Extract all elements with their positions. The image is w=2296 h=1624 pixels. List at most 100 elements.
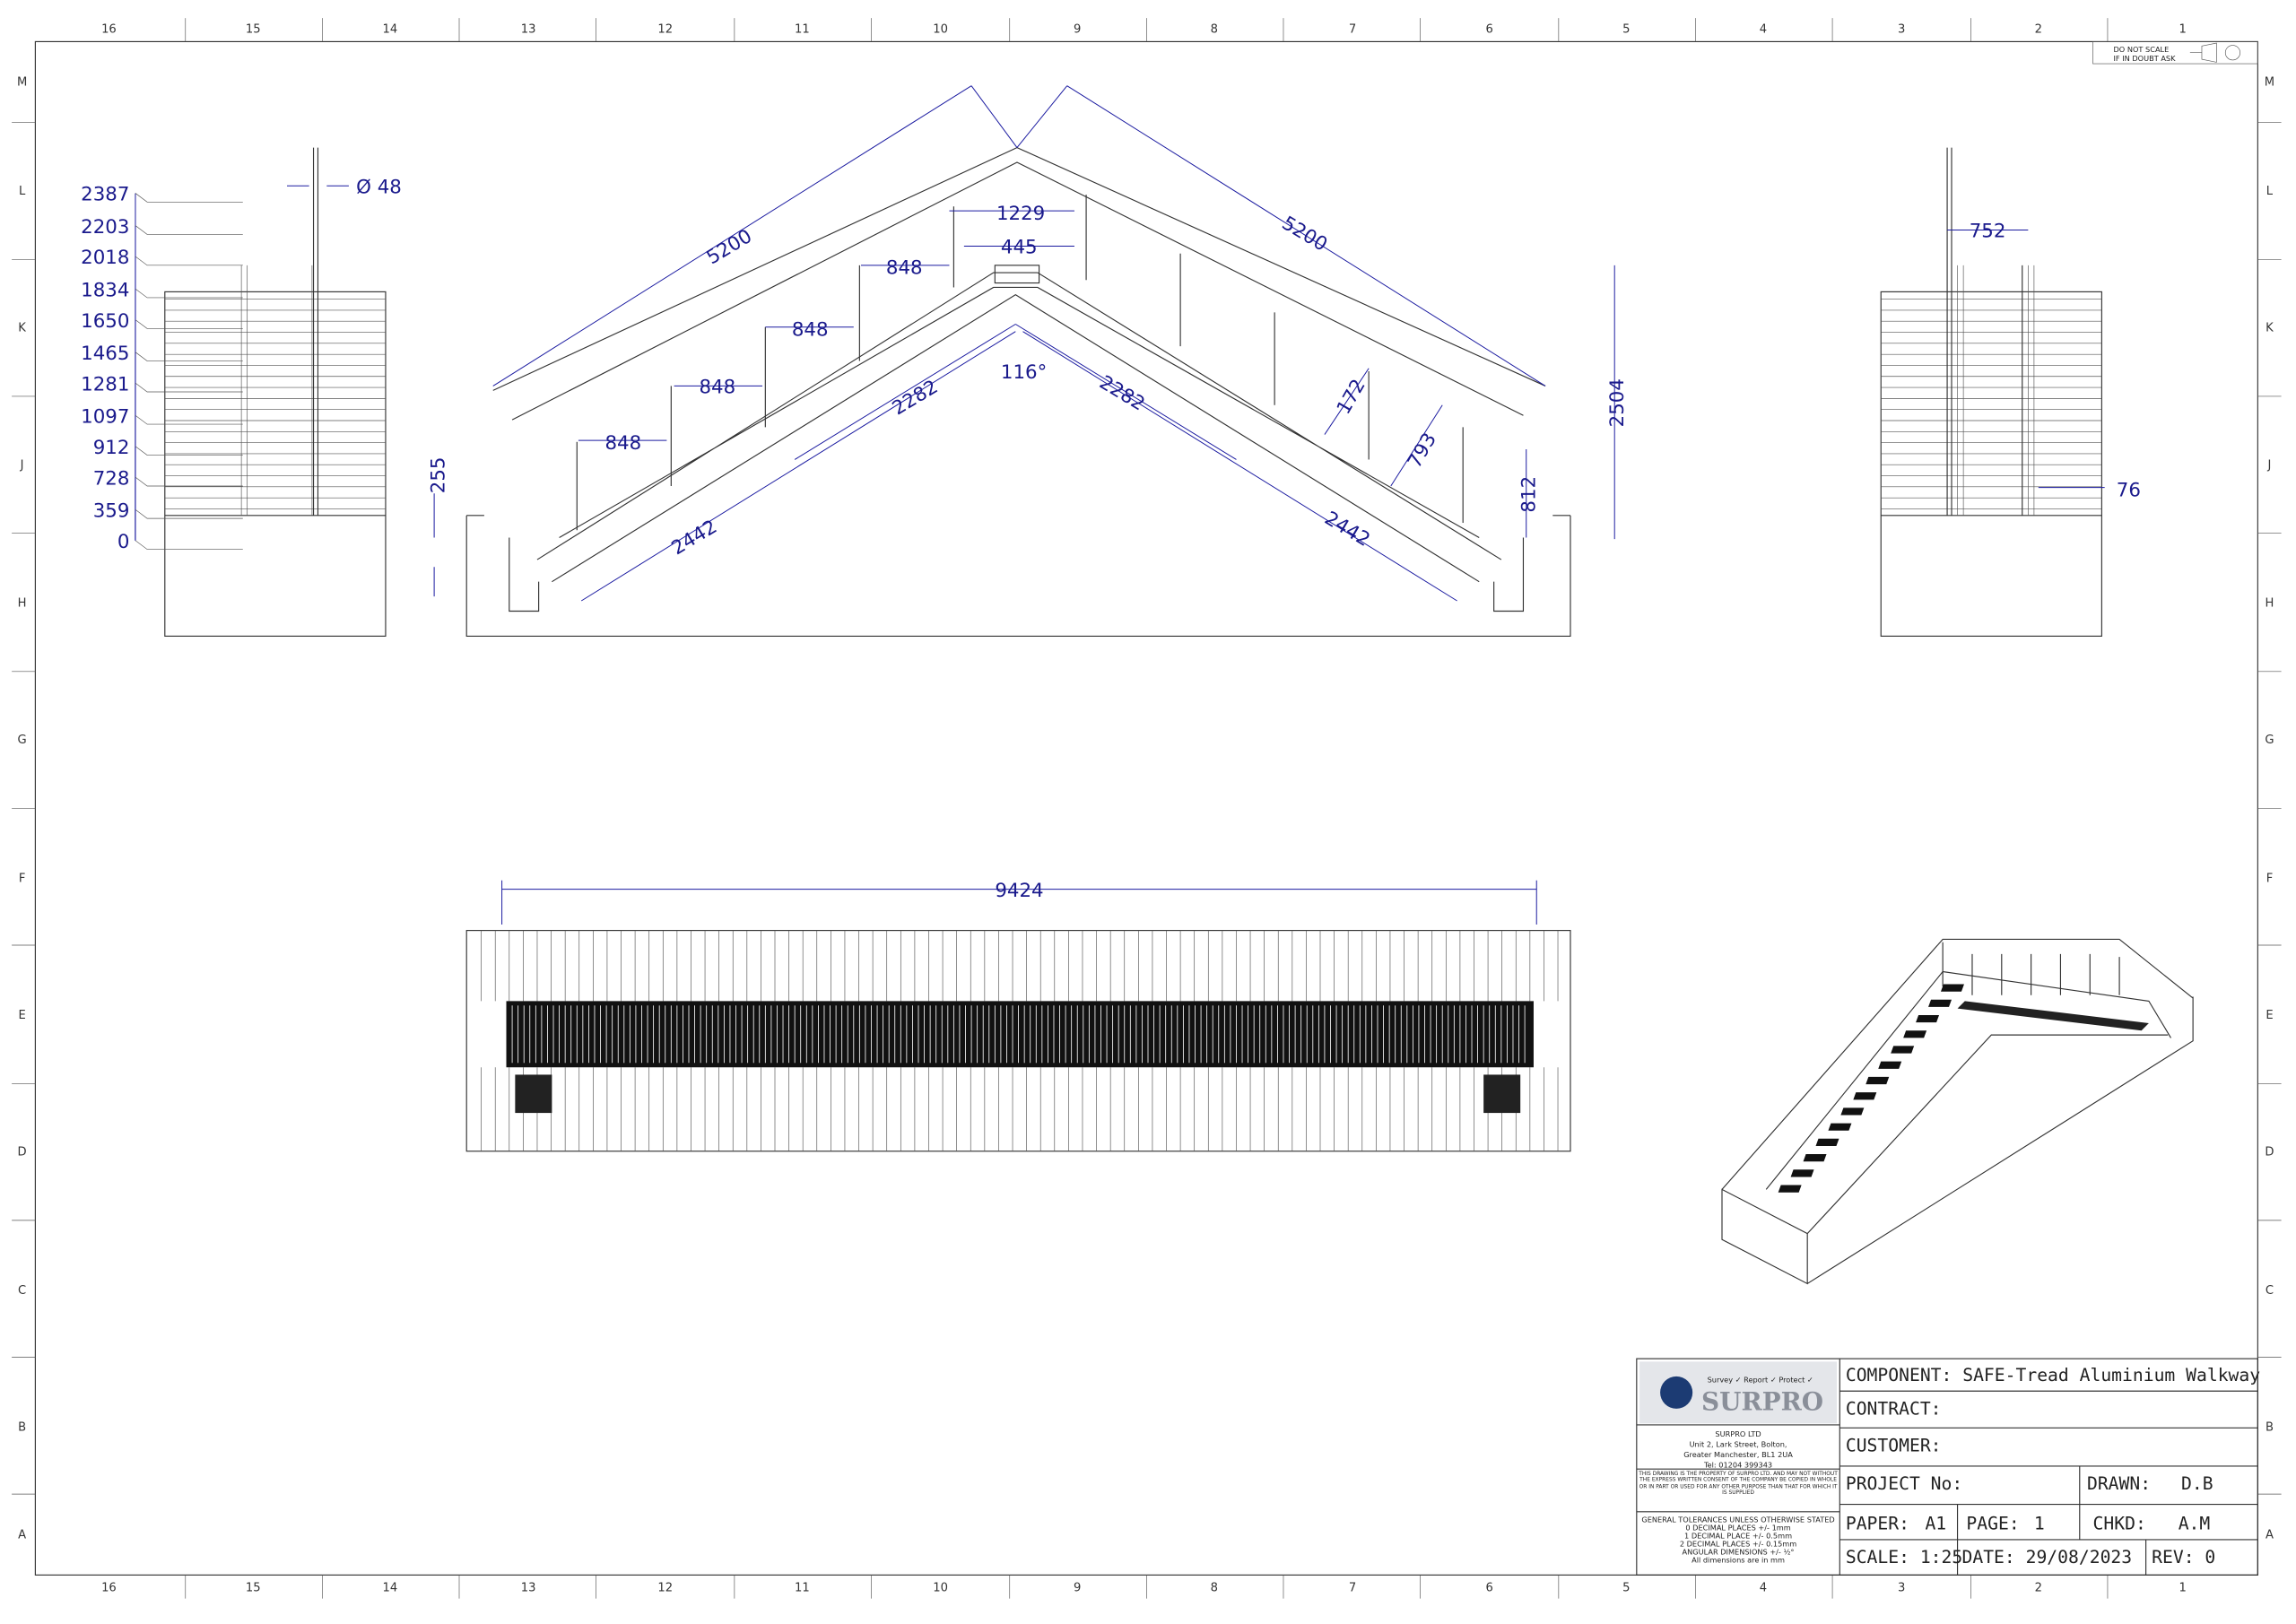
grid-row-right: M [2265,76,2274,90]
grid-row-left: G [18,734,27,747]
grid-row-left: B [18,1421,26,1435]
grid-row-left: K [18,322,26,335]
base-right-dim: 2442 [1320,508,1373,551]
stringer-dim: 172 [1333,376,1370,419]
level-leader [135,414,243,425]
top-width-dim: 1229 [996,203,1045,225]
height-overall-dim: 2504 [1606,378,1629,427]
grid-col-bottom: 13 [521,1581,536,1594]
grid-col-top: 10 [933,23,948,37]
company-name: SURPRO LTD [1715,1429,1761,1438]
project-no-field: PROJECT No: [1846,1473,1962,1494]
grid-col-bottom: 1 [2179,1581,2186,1594]
grid-row-left: C [18,1284,26,1298]
isometric-view [1721,938,2194,1285]
iso-tread [1853,1092,1877,1100]
grid-col-top: 11 [795,23,810,37]
level-leader [135,509,243,519]
grid-col-top: 15 [246,23,261,37]
spacing-dim-2: 848 [792,319,829,342]
property-notice-text: THIS DRAWING IS THE PROPERTY OF SURPRO L… [1639,1470,1838,1496]
level-leader [135,540,243,550]
level-dim: 2203 [81,216,129,239]
grid-col-top: 9 [1074,23,1081,37]
level-dim: 728 [93,467,130,490]
level-dim: 359 [93,499,130,522]
iso-tread [1803,1154,1827,1162]
chkd-label: CHKD: [2093,1514,2146,1534]
grid-col-top: 3 [1898,23,1905,37]
offset-dim: 76 [2117,480,2141,502]
notice-line1: DO NOT SCALE [2114,45,2170,54]
date-field: DATE: 29/08/2023 [1961,1547,2132,1568]
company-address-1: Unit 2, Lark Street, Bolton, [1690,1440,1787,1449]
iso-tread [1790,1169,1814,1177]
stair-right-dim: 2282 [1095,371,1148,415]
company-tel: Tel: 01204 399343 [1703,1461,1772,1470]
grid-col-bottom: 9 [1074,1581,1081,1594]
property-notice: THIS DRAWING IS THE PROPERTY OF SURPRO L… [1639,1470,1838,1496]
do-not-scale-notice: DO NOT SCALE IF IN DOUBT ASK [2092,41,2258,65]
paper-value: A1 [1925,1514,1946,1534]
drawn-value: D.B [2181,1473,2213,1494]
grid-col-top: 14 [383,23,398,37]
grid-row-right: A [2266,1528,2274,1541]
page-label: PAGE: [1966,1514,2019,1534]
level-leader [135,382,243,393]
grid-col-bottom: 11 [795,1581,810,1594]
logo-tagline: Survey ✓ Report ✓ Protect ✓ [1708,1375,1813,1384]
grid-row-right: J [2267,458,2272,472]
grid-col-top: 6 [1486,23,1493,37]
spacing-dim-3: 848 [699,377,735,399]
level-leader [135,476,243,487]
grid-row-right: E [2266,1009,2273,1022]
grid-reference: 1616151514141313121211111010998877665544… [12,18,2282,1599]
grid-row-left: E [18,1009,25,1022]
grid-col-bottom: 5 [1622,1581,1630,1594]
company-address-2: Greater Manchester, BL1 2UA [1683,1450,1793,1459]
tolerance-line: 2 DECIMAL PLACES +/- 0.15mm [1680,1539,1796,1548]
grid-col-top: 1 [2179,23,2186,37]
rail-height-dim: 793 [1404,430,1441,473]
angle-dim: 116° [1001,361,1047,384]
tolerance-line: 0 DECIMAL PLACES +/- 1mm [1685,1523,1790,1532]
customer-field: CUSTOMER: [1846,1436,1942,1456]
grid-col-bottom: 8 [1211,1581,1218,1594]
iso-tread [1916,1014,1940,1023]
level-dim: 2018 [81,247,129,269]
level-dim: 0 [117,531,130,553]
grid-row-left: F [19,872,26,885]
contract-field: CONTRACT: [1846,1399,1942,1420]
grid-col-top: 12 [657,23,673,37]
grid-col-bottom: 12 [657,1581,673,1594]
grid-row-left: A [18,1528,26,1541]
tolerance-line: GENERAL TOLERANCES UNLESS OTHERWISE STAT… [1641,1515,1834,1524]
iso-tread [1778,1185,1802,1193]
iso-platform [1957,1001,2149,1031]
grid-row-left: M [17,76,27,90]
title-block: Survey ✓ Report ✓ Protect ✓ SURPRO SURPR… [1636,1358,2260,1576]
grid-row-right: H [2266,597,2274,611]
grid-col-bottom: 15 [246,1581,261,1594]
rev-field: REV: 0 [2152,1547,2215,1568]
page-value: 1 [2034,1514,2045,1534]
iso-tread [1878,1061,1902,1069]
chkd-value: A.M [2179,1514,2211,1534]
drawn-label: DRAWN: [2087,1473,2151,1494]
grid-row-right: G [2265,734,2274,747]
grid-col-top: 7 [1349,23,1356,37]
grid-col-bottom: 2 [2035,1581,2042,1594]
right-upstand-dim: 812 [1518,476,1541,513]
iso-tread [1840,1107,1865,1116]
tolerance-line: 1 DECIMAL PLACE +/- 0.5mm [1684,1531,1792,1540]
grid-row-left: J [20,458,24,472]
grid-col-bottom: 14 [383,1581,398,1594]
plan-view: 9424 [465,880,1571,1152]
grid-col-bottom: 3 [1898,1581,1905,1594]
grid-row-left: D [18,1146,27,1159]
level-leader [135,193,243,203]
scale-field: SCALE: 1:25 [1846,1547,1962,1568]
grid-row-right: L [2266,185,2274,198]
base-left-dim: 2442 [668,516,721,560]
